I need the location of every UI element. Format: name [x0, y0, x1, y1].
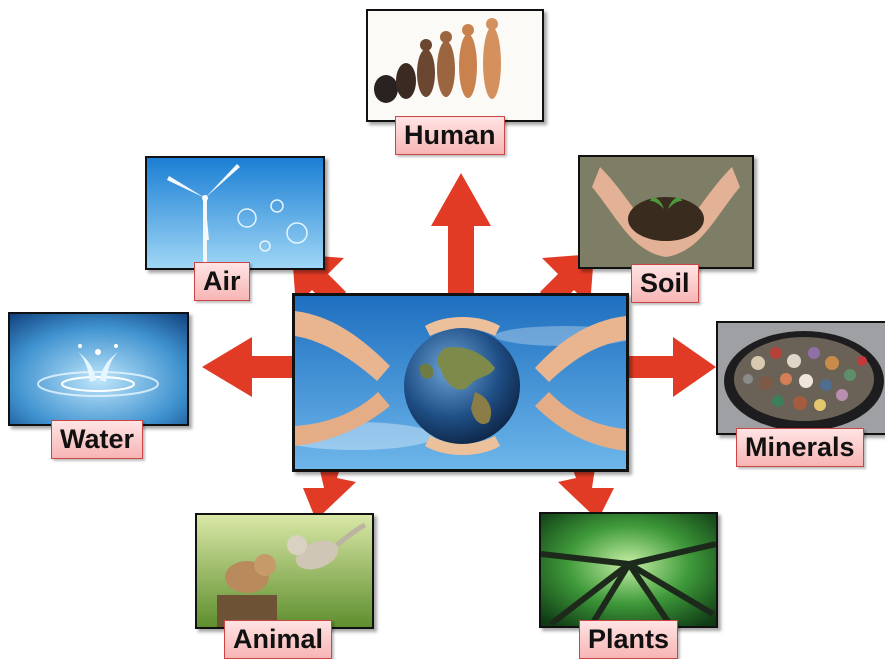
arrow-to-water: [202, 337, 300, 397]
node-label-soil: Soil: [631, 264, 699, 303]
node-label-air: Air: [194, 262, 250, 301]
arrow-to-human: [431, 173, 491, 300]
arrow-to-minerals: [625, 337, 716, 397]
plants-image: [539, 512, 718, 628]
minerals-image: [716, 321, 885, 435]
soil-image: [578, 155, 754, 269]
center-earth-image: [292, 293, 629, 472]
node-label-minerals: Minerals: [736, 428, 864, 467]
node-label-human: Human: [395, 116, 505, 155]
node-label-plants: Plants: [579, 620, 678, 659]
node-label-animal: Animal: [224, 620, 332, 659]
node-label-water: Water: [51, 420, 143, 459]
water-image: [8, 312, 189, 426]
animal-image: [195, 513, 374, 629]
air-image: [145, 156, 325, 270]
human-image: [366, 9, 544, 122]
